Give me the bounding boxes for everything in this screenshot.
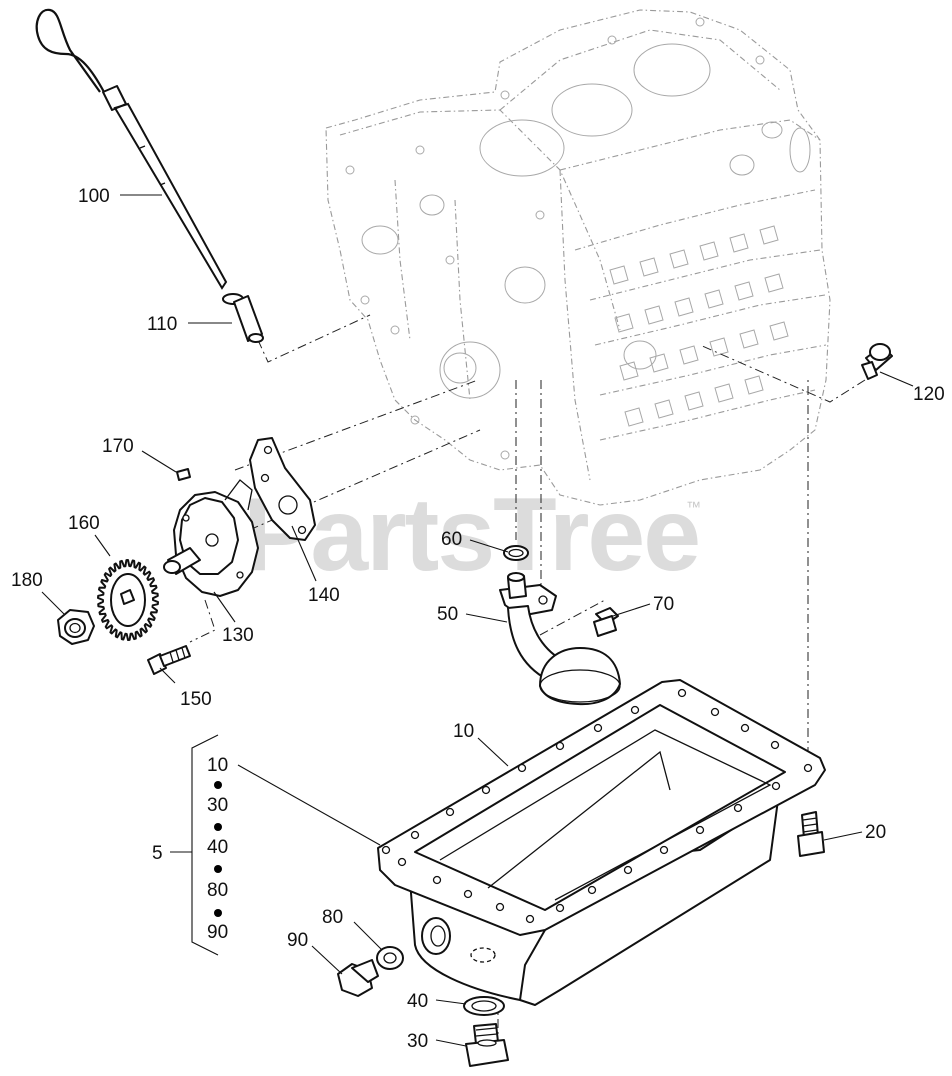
callout-120: 120 <box>913 384 945 405</box>
dipstick-guide <box>222 293 264 343</box>
callout-180: 180 <box>11 570 43 591</box>
bolt-150 <box>147 645 191 675</box>
callout-140: 140 <box>308 585 340 606</box>
nut-70 <box>593 607 619 637</box>
callout-20: 20 <box>865 822 886 843</box>
kit-item-5: 90 <box>207 922 228 943</box>
callout-60: 60 <box>441 529 462 550</box>
callout-90: 90 <box>287 930 308 951</box>
watermark-text: PartsTree <box>243 477 699 593</box>
kit-item-2: 30 <box>207 795 228 816</box>
callout-150: 150 <box>180 689 212 710</box>
callout-130: 130 <box>222 625 254 646</box>
callout-80: 80 <box>322 907 343 928</box>
watermark-trademark: ™ <box>686 499 701 516</box>
oil-pump-130 <box>163 479 259 597</box>
kit-label: 5 <box>152 843 163 864</box>
callout-50: 50 <box>437 604 458 625</box>
watermark: PartsTree ™ <box>243 477 701 593</box>
callout-170: 170 <box>102 436 134 457</box>
nut-180 <box>57 609 95 645</box>
gear-160 <box>97 559 159 641</box>
kit-item-4: 80 <box>207 880 228 901</box>
washer-80 <box>376 946 404 970</box>
engine-block-ghost <box>325 9 831 506</box>
drain-plug-90 <box>337 959 379 997</box>
oil-pan-10 <box>377 679 826 1006</box>
gasket-140 <box>249 437 316 541</box>
kit-bullet-3 <box>214 865 222 873</box>
kit-item-1: 10 <box>207 755 228 776</box>
callout-10: 10 <box>453 721 474 742</box>
callout-30: 30 <box>407 1031 428 1052</box>
callout-100: 100 <box>78 186 110 207</box>
pan-flange-holes <box>381 688 813 924</box>
plug-120 <box>861 343 893 380</box>
callout-40: 40 <box>407 991 428 1012</box>
callout-70: 70 <box>653 594 674 615</box>
key-170 <box>176 468 191 481</box>
leader-lines <box>41 194 914 1047</box>
callout-labels: 100 110 120 170 160 180 130 140 150 60 5… <box>11 186 945 1052</box>
kit-bullet-2 <box>214 823 222 831</box>
kit-bracket: 5 10 30 40 80 90 <box>152 734 228 956</box>
o-ring-60 <box>503 545 529 561</box>
bolt-20 <box>797 811 825 857</box>
oil-strainer-50 <box>499 572 621 706</box>
drain-plug-30 <box>465 1023 509 1067</box>
callout-160: 160 <box>68 513 100 534</box>
dipstick <box>35 8 228 290</box>
callout-110: 110 <box>147 314 177 335</box>
kit-bullet-1 <box>214 781 222 789</box>
kit-bullet-4 <box>214 909 222 917</box>
kit-item-3: 40 <box>207 837 228 858</box>
washer-40 <box>463 996 505 1016</box>
